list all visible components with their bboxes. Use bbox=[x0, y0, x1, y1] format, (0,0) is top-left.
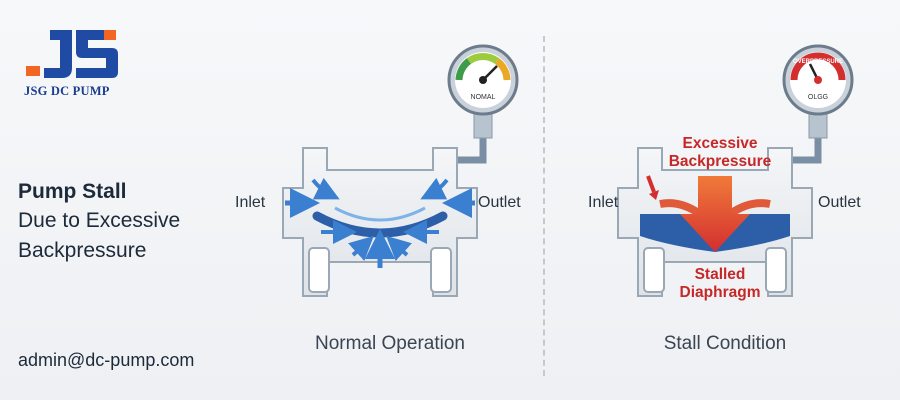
stalled-diaphragm-label: Stalled Diaphragm bbox=[660, 266, 780, 302]
status-line-1: Stalled bbox=[694, 266, 746, 283]
headline: Pump Stall Due to Excessive Backpressure bbox=[18, 178, 248, 266]
page-title: Pump Stall bbox=[18, 180, 127, 203]
stall-inlet-label: Inlet bbox=[588, 194, 619, 211]
normal-outlet-label: Outlet bbox=[478, 194, 521, 211]
brand-name: JSG DC PUMP bbox=[24, 84, 110, 98]
normal-gauge-label: NOMAL bbox=[470, 94, 496, 101]
stall-gauge-label: OLGG bbox=[807, 94, 829, 101]
warning-line-1: Excessive bbox=[682, 135, 758, 152]
stall-condition-panel: OVERPRESSURE OLGG Excessive Backpressure… bbox=[560, 0, 890, 400]
stall-pump-diagram bbox=[617, 44, 854, 297]
status-line-2: Diaphragm bbox=[679, 284, 761, 301]
subtitle-line-2: Backpressure bbox=[18, 239, 147, 262]
subtitle-line-1: Due to Excessive bbox=[18, 209, 181, 232]
stall-gauge-top-label: OVERPRESSURE bbox=[793, 59, 844, 65]
normal-pump-diagram bbox=[282, 44, 519, 297]
warning-line-2: Backpressure bbox=[668, 153, 772, 170]
normal-inlet-label: Inlet bbox=[235, 194, 266, 211]
panel-divider bbox=[543, 36, 545, 376]
logo-mark bbox=[26, 30, 118, 78]
normal-operation-panel: NOMAL Inlet Outlet Normal Operation bbox=[225, 0, 555, 400]
contact-email[interactable]: admin@dc-pump.com bbox=[18, 350, 195, 370]
stall-caption: Stall Condition bbox=[663, 333, 787, 354]
normal-caption: Normal Operation bbox=[315, 333, 465, 354]
stall-outlet-label: Outlet bbox=[818, 194, 861, 211]
backpressure-warning: Excessive Backpressure bbox=[660, 135, 780, 171]
brand-logo: JSG DC PUMP bbox=[24, 24, 134, 104]
